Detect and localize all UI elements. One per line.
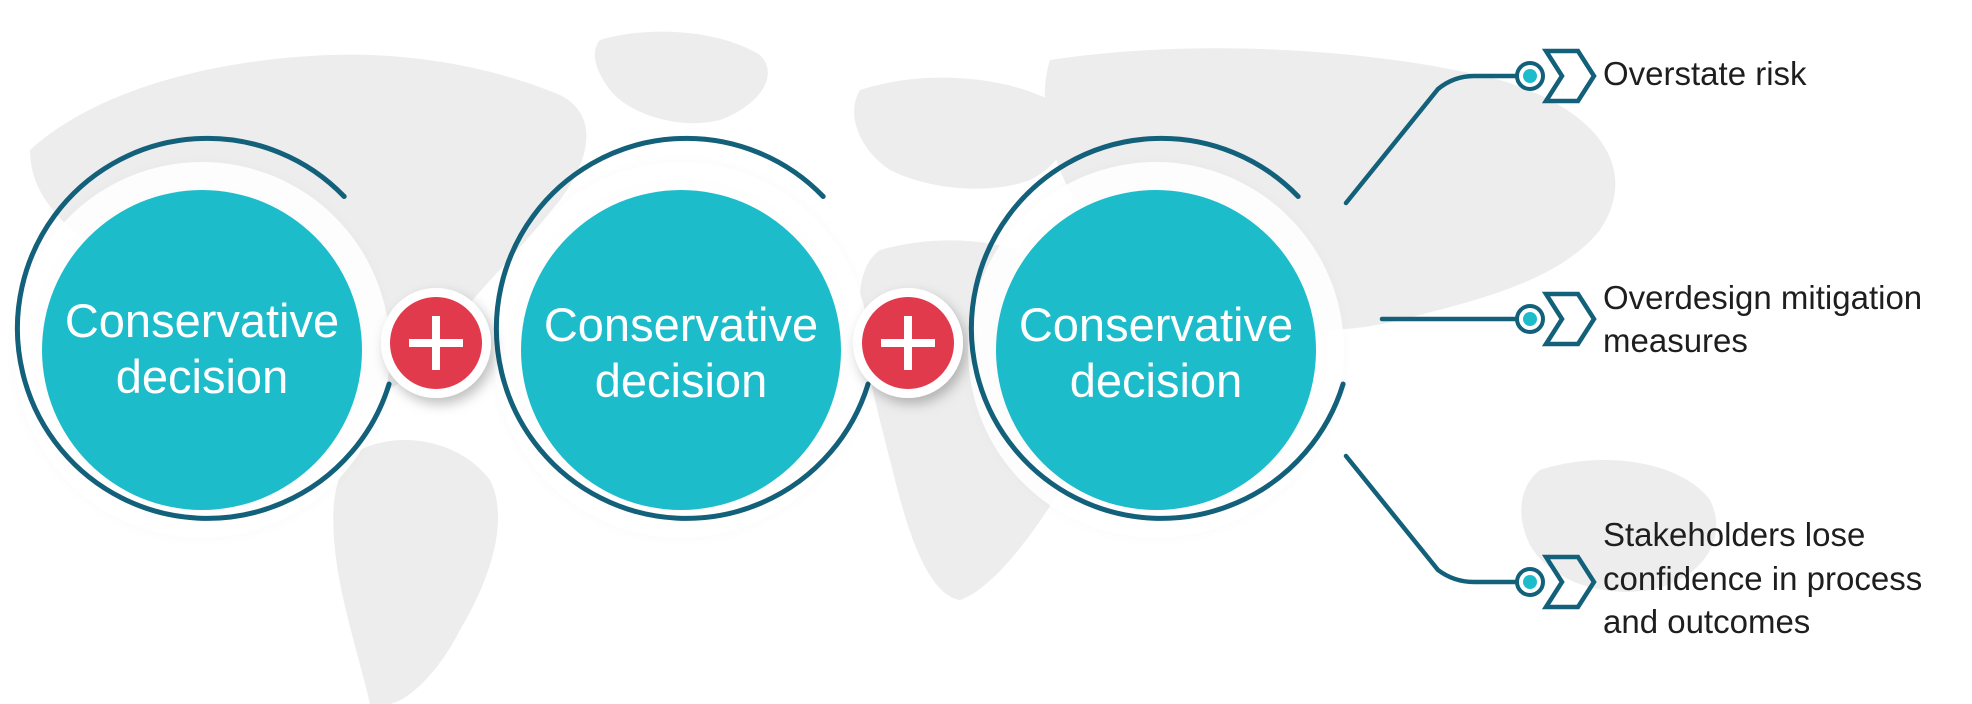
decision-circle-2: Conservative decision	[485, 135, 877, 546]
outcome-label-1: Overstate risk	[1603, 55, 1807, 92]
decision-circle-1: Conservative decision	[6, 135, 398, 546]
map-south-america	[333, 440, 499, 704]
circle-label-line2: decision	[116, 350, 288, 403]
plus-badge-2	[853, 288, 963, 398]
circle-fill	[996, 190, 1316, 510]
chevron-right-icon	[1541, 291, 1597, 347]
map-greenland	[594, 31, 768, 124]
plus-icon-v	[432, 316, 440, 370]
circle-fill	[521, 190, 841, 510]
circle-label-line1: Conservative	[1019, 298, 1293, 351]
circle-ring-arc	[968, 135, 1346, 521]
chevron-right-icon	[1541, 554, 1597, 610]
chevron-right-icon	[1541, 48, 1597, 104]
outcome-marker-3	[1515, 554, 1597, 610]
map-europe	[854, 77, 1068, 189]
decision-circle-3: Conservative decision	[960, 135, 1352, 546]
circle-label-line2: decision	[1070, 354, 1242, 407]
circle-ring-arc	[14, 135, 392, 521]
outcome-label-line: confidence in process	[1603, 560, 1922, 597]
connector-line-3	[1343, 453, 1523, 585]
outcome-label-line: Stakeholders lose	[1603, 516, 1865, 553]
connector-line-1	[1343, 73, 1523, 206]
circle-label-line1: Conservative	[65, 294, 339, 347]
outcome-label-line: Overstate risk	[1603, 55, 1807, 92]
circle-label-line1: Conservative	[544, 298, 818, 351]
plus-badge-1	[381, 288, 491, 398]
marker-dot	[1523, 312, 1537, 326]
outcome-label-line: measures	[1603, 322, 1748, 359]
outcome-label-line: Overdesign mitigation	[1603, 279, 1922, 316]
outcome-label-3: Stakeholders lose confidence in process …	[1603, 516, 1922, 640]
outcome-label-line: and outcomes	[1603, 603, 1810, 640]
marker-dot	[1523, 69, 1537, 83]
outcome-label-2: Overdesign mitigation measures	[1603, 279, 1922, 359]
circle-fill	[42, 190, 362, 510]
marker-dot	[1523, 575, 1537, 589]
outcome-marker-2	[1515, 291, 1597, 347]
plus-icon-v	[904, 316, 912, 370]
circle-ring-arc	[493, 135, 871, 521]
circle-label-line2: decision	[595, 354, 767, 407]
outcome-marker-1	[1515, 48, 1597, 104]
connectors	[1343, 73, 1523, 585]
